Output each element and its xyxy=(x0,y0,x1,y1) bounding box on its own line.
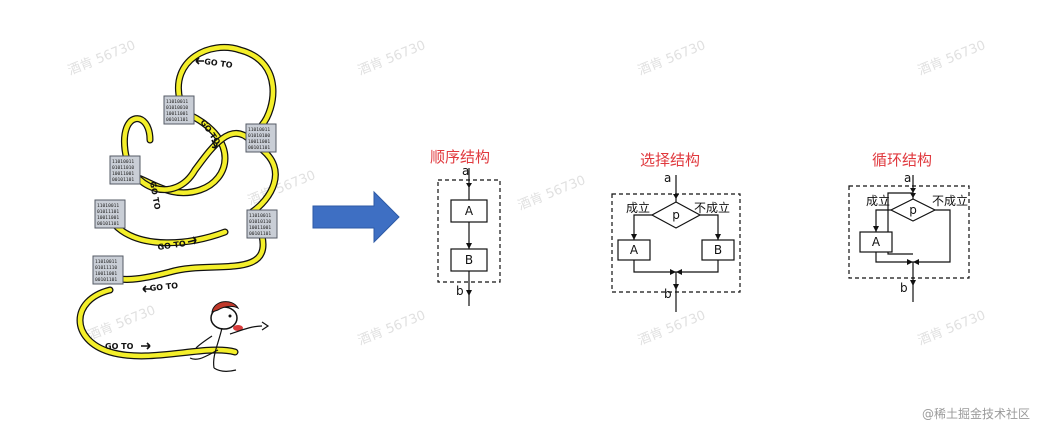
chip-bits: 11010011 xyxy=(248,127,270,133)
loop-condition-diamond xyxy=(889,198,937,222)
watermark: 酒肯 56730 xyxy=(636,38,708,79)
selection-box-a-label: A xyxy=(630,243,639,257)
goto-wires xyxy=(76,43,279,360)
running-programmer-icon xyxy=(189,301,270,372)
small-arrow-icon xyxy=(187,236,197,245)
sequence-entry-label: a xyxy=(462,164,469,178)
chip-bits: 10011001 xyxy=(95,271,117,277)
watermark: 酒肯 56730 xyxy=(66,38,138,79)
chip-5: 11010011 01010110 10011001 00101101 xyxy=(246,209,278,239)
chip-4: 11010011 01011101 10011001 00101101 xyxy=(94,199,126,229)
chip-bits: 10011001 xyxy=(112,171,134,177)
selection-condition-label: p xyxy=(672,208,680,222)
watermark: 酒肯 56730 xyxy=(356,38,428,79)
chip-bits: 00101101 xyxy=(249,231,271,237)
small-arrow-icon xyxy=(141,342,151,350)
selection-condition-diamond xyxy=(650,201,702,229)
chip-bits: 10011001 xyxy=(248,139,270,145)
goto-illustration: 11010011 01010010 10011001 00101101 1101… xyxy=(76,43,279,372)
chip-bits: 01010110 xyxy=(249,219,271,225)
watermark: 酒肯 56730 xyxy=(916,308,988,349)
chip-bits: 01010100 xyxy=(248,133,270,139)
sequence-structure: 顺序结构 a A B b xyxy=(430,148,501,306)
loop-yes-label: 成立 xyxy=(866,193,890,208)
chip-6: 11010011 01011110 10011001 00101101 xyxy=(92,255,124,285)
small-arrow-icon xyxy=(142,285,151,293)
chip-3: 11010011 01011010 10011001 00101101 xyxy=(109,155,141,185)
goto-label: GO TO xyxy=(149,281,178,293)
sequence-box-b-label: B xyxy=(465,253,473,267)
small-arrow-icon xyxy=(211,139,218,149)
chip-bits: 10011001 xyxy=(249,225,271,231)
loop-entry-label: a xyxy=(904,171,911,185)
watermark: 酒肯 56730 xyxy=(636,308,708,349)
transition-arrow-icon xyxy=(312,190,400,244)
chip-bits: 11010011 xyxy=(249,213,271,219)
chip-bits: 00101101 xyxy=(112,177,134,183)
chip-bits: 11010011 xyxy=(166,99,188,105)
selection-yes-label: 成立 xyxy=(626,200,650,215)
chip-bits: 01010010 xyxy=(166,105,188,111)
selection-entry-label: a xyxy=(664,171,671,185)
chip-bits: 10011001 xyxy=(97,215,119,221)
goto-label: GO TO xyxy=(105,342,134,351)
chip-bits: 00101101 xyxy=(166,117,188,123)
chip-2: 11010011 01010100 10011001 00101101 xyxy=(245,123,277,153)
sequence-title: 顺序结构 xyxy=(430,148,490,166)
loop-structure: 循环结构 a p 成立 不成立 A b xyxy=(848,151,970,302)
chip-bits: 11010011 xyxy=(112,159,134,165)
loop-box-a-label: A xyxy=(872,235,881,249)
chip-1: 11010011 01010010 10011001 00101101 xyxy=(163,95,195,125)
loop-condition-label: p xyxy=(909,203,917,217)
chip-bits: 11010011 xyxy=(95,259,117,265)
sequence-exit-label: b xyxy=(456,284,464,298)
watermark: 酒肯 56730 xyxy=(246,168,318,209)
watermark: 酒肯 56730 xyxy=(916,38,988,79)
selection-exit-label: b xyxy=(664,287,672,301)
watermark: 酒肯 56730 xyxy=(356,308,428,349)
goto-arrow-icons xyxy=(141,57,218,350)
chip-bits: 01011110 xyxy=(95,265,117,271)
chip-bits: 00101101 xyxy=(95,277,117,283)
chip-bits: 01011010 xyxy=(112,165,134,171)
goto-label: GO TO xyxy=(198,118,222,147)
selection-no-label: 不成立 xyxy=(694,200,730,215)
loop-no-label: 不成立 xyxy=(932,193,968,208)
goto-label: GO TO xyxy=(204,57,234,70)
chip-bits: 00101101 xyxy=(97,221,119,227)
watermark: 酒肯 56730 xyxy=(86,303,158,344)
selection-title: 选择结构 xyxy=(640,151,700,169)
footer-credit: @稀土掘金技术社区 xyxy=(922,406,1030,421)
small-arrow-icon xyxy=(195,57,204,65)
goto-label: GO TO xyxy=(157,239,187,252)
loop-exit-label: b xyxy=(900,281,908,295)
chip-bits: 11010011 xyxy=(97,203,119,209)
selection-structure: 选择结构 a p 成立 不成立 A B b xyxy=(611,151,741,312)
sequence-box-a-label: A xyxy=(465,204,474,218)
chip-bits: 00101101 xyxy=(248,145,270,151)
watermark: 酒肯 56730 xyxy=(516,173,588,214)
chip-bits: 10011001 xyxy=(166,111,188,117)
loop-title: 循环结构 xyxy=(872,151,932,169)
chip-bits: 01011101 xyxy=(97,209,119,215)
selection-box-b-label: B xyxy=(714,243,722,257)
